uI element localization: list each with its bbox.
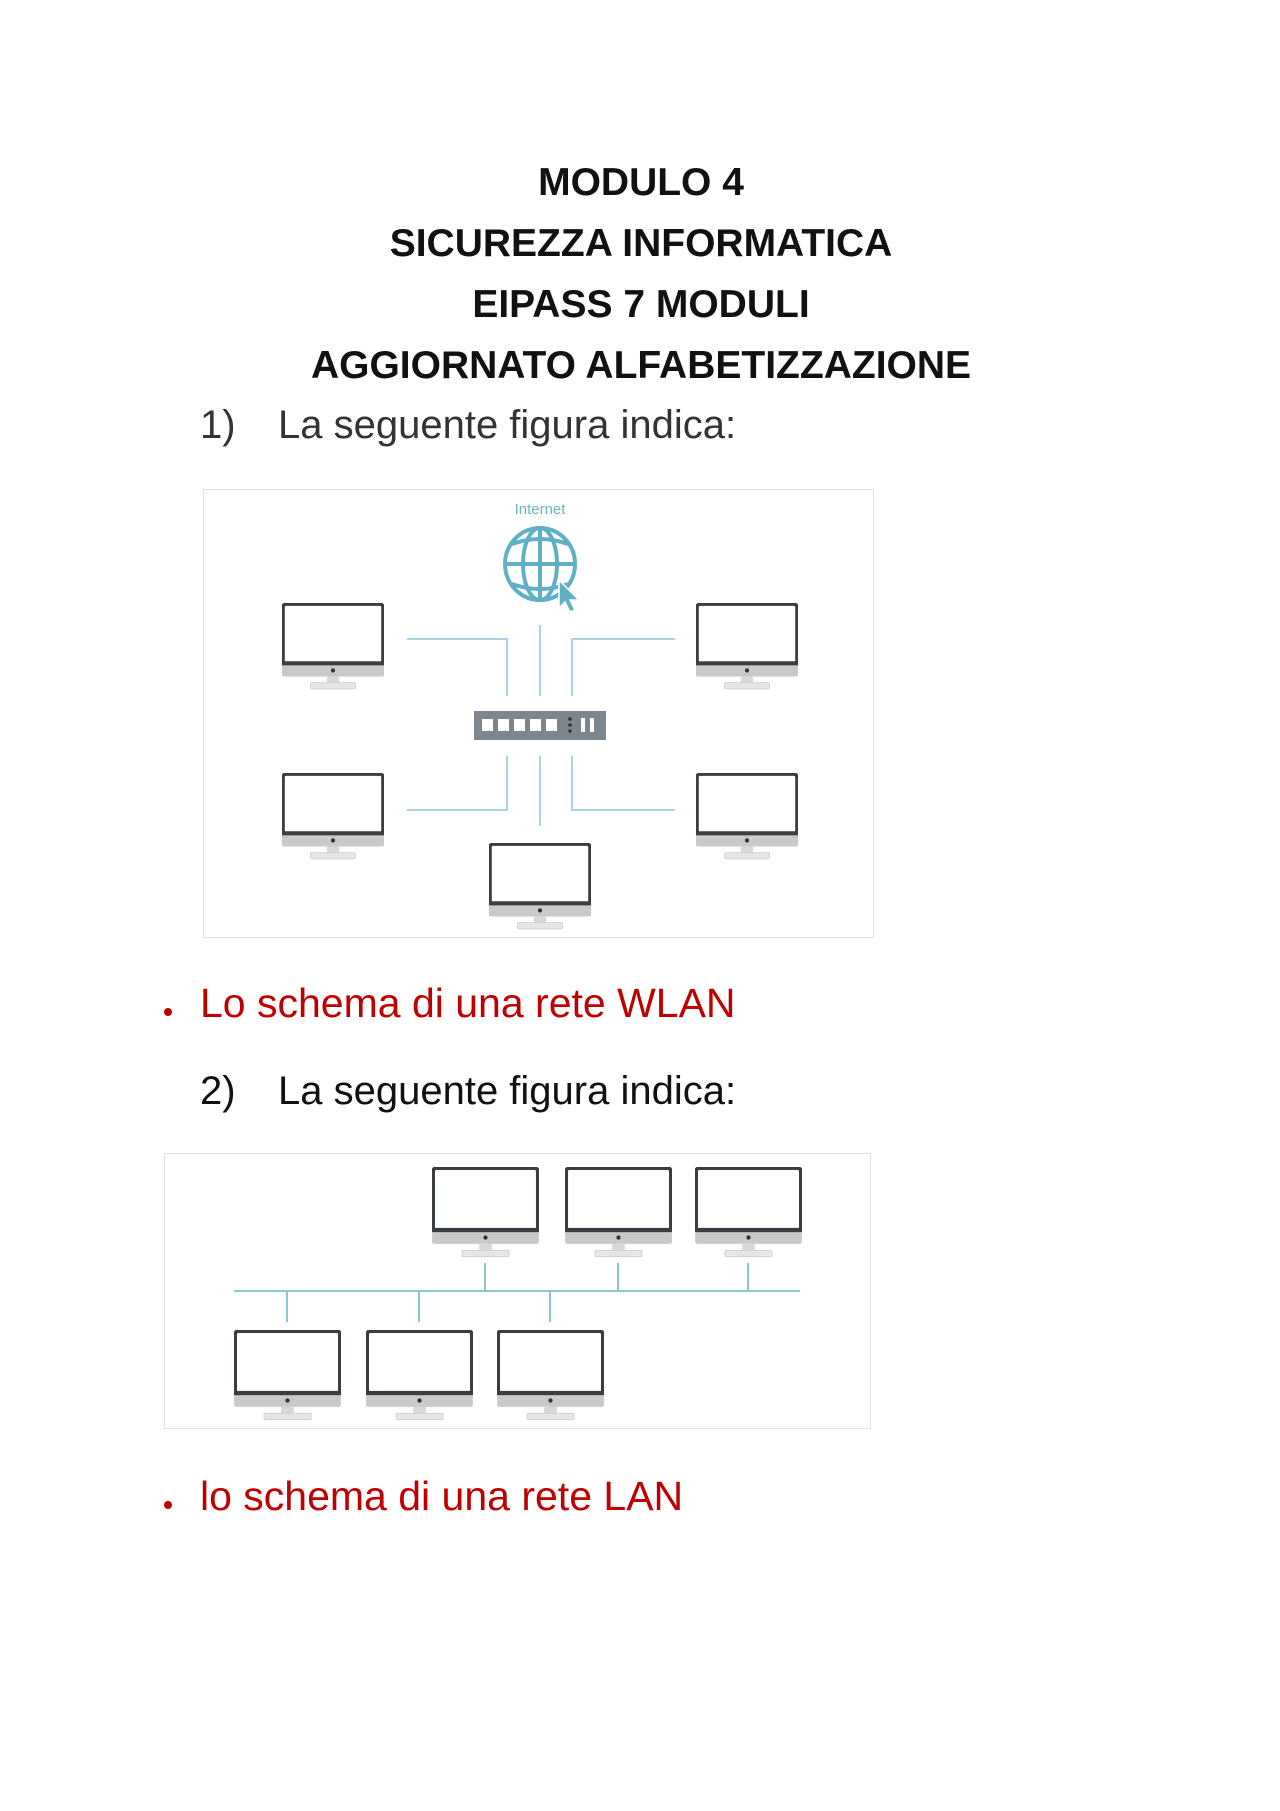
title-line-2: SICUREZZA INFORMATICA xyxy=(389,222,893,265)
computer-icon xyxy=(366,1330,473,1422)
title-line-3: EIPASS 7 MODULI xyxy=(472,283,810,326)
question-number: 2) xyxy=(200,1069,236,1113)
bus-cable xyxy=(234,1263,800,1322)
title-line-4: AGGIORNATO ALFABETIZZAZIONE xyxy=(310,344,972,387)
computer-icon xyxy=(565,1167,672,1259)
computer-icon xyxy=(695,1167,802,1259)
computer-icon xyxy=(696,603,798,691)
internet-label: Internet xyxy=(515,501,567,518)
computer-icon xyxy=(432,1167,539,1259)
star-network-figure: Internet xyxy=(203,489,874,938)
computer-icon xyxy=(282,773,384,861)
question-number: 1) xyxy=(200,403,236,447)
computer-icon xyxy=(282,603,384,691)
switch-icon xyxy=(474,711,606,740)
question-text: La seguente figura indica: xyxy=(278,403,737,447)
title-line-1: MODULO 4 xyxy=(538,161,744,204)
network-cables xyxy=(407,625,675,826)
question-text: La seguente figura indica: xyxy=(278,1069,737,1113)
bullet-icon xyxy=(164,1008,172,1016)
computer-icon xyxy=(497,1330,604,1422)
bus-network-figure xyxy=(164,1153,871,1429)
bullet-icon xyxy=(164,1501,172,1509)
computer-icon xyxy=(234,1330,341,1422)
answer-1: Lo schema di una rete WLAN xyxy=(200,980,736,1026)
computer-icon xyxy=(696,773,798,861)
cursor-icon xyxy=(558,578,581,613)
computer-icon xyxy=(489,843,591,931)
answer-2: lo schema di una rete LAN xyxy=(200,1473,684,1519)
